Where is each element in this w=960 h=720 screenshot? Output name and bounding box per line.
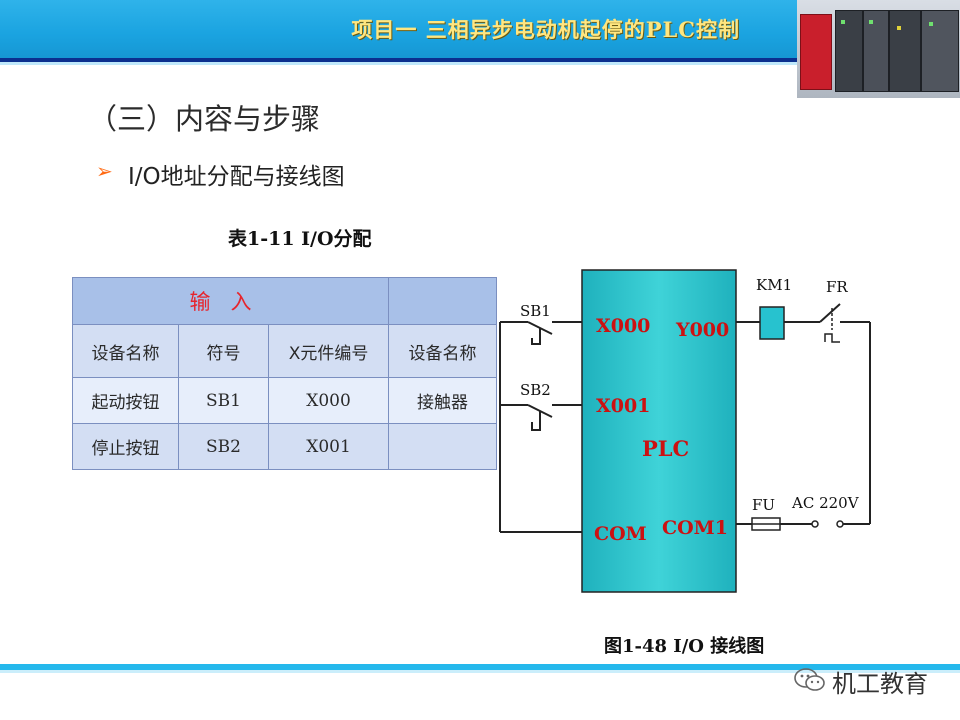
footer-divider-light [0, 670, 960, 673]
fr-contact [819, 303, 841, 323]
plc-photo [797, 0, 960, 98]
plc-led [897, 26, 901, 30]
table-column-header: 符号 [178, 324, 269, 378]
km1-label: KM1 [756, 276, 792, 294]
sb1-label: SB1 [520, 302, 551, 320]
table-group-header: 输入 [71, 277, 390, 325]
table-column-header: 设备名称 [72, 324, 179, 378]
plc-module [835, 10, 863, 92]
terminal-com: COM [594, 523, 647, 545]
figure-caption: 图1-48 I/O 接线图 [604, 636, 765, 657]
terminal-x001: X001 [596, 395, 650, 417]
sb1-actuator [531, 328, 541, 345]
table-row: 停止按钮 SB2 X001 [72, 423, 498, 470]
header-title: 项目一 三相异步电动机起停的PLC控制 [351, 17, 740, 42]
watermark-text: 机工教育 [832, 670, 928, 698]
table-cell: 停止按钮 [72, 423, 179, 470]
fr-label: FR [826, 278, 848, 296]
table-cell: X001 [267, 423, 390, 470]
terminal-y000: Y000 [675, 319, 729, 341]
plc-led [841, 20, 845, 24]
km1-coil [759, 306, 785, 340]
table-cell: X000 [267, 377, 390, 424]
supply-label: AC 220V [791, 494, 860, 512]
plc-label: PLC [642, 436, 689, 461]
bullet-arrow-icon: ➢ [96, 159, 113, 183]
plc-module [889, 10, 921, 92]
wechat-icon [794, 668, 825, 691]
header-divider-light [0, 62, 960, 65]
table-row: 起动按钮 SB1 X000 接触器 [72, 377, 498, 424]
footer-divider [0, 664, 960, 670]
plc-box [581, 269, 737, 593]
table-group-header-row: 输入 [71, 277, 498, 325]
plc-module [863, 10, 889, 92]
table-column-header-row: 设备名称 符号 X元件编号 设备名称 [72, 324, 498, 378]
table-cell [388, 423, 498, 470]
table-cell: 接触器 [388, 377, 498, 424]
io-table: 输入 设备名称 符号 X元件编号 设备名称 起动按钮 SB1 X000 接触器 … [71, 277, 498, 470]
table-cell: SB1 [178, 377, 269, 424]
bullet-text: I/O地址分配与接线图 [128, 164, 345, 190]
table-cell: SB2 [178, 423, 269, 470]
wiring-diagram: SB1 SB2 X000 X001 COM Y000 COM1 PLC KM1 … [499, 269, 871, 593]
terminal-x000: X000 [596, 315, 650, 337]
sb2-label: SB2 [520, 381, 551, 399]
header-divider [0, 58, 960, 62]
plc-led [929, 22, 933, 26]
table-caption: 表1-11 I/O分配 [228, 228, 372, 250]
terminal-com1: COM1 [662, 517, 728, 539]
fu-label: FU [752, 496, 775, 514]
table-cell: 起动按钮 [72, 377, 179, 424]
supply-terminal [811, 520, 819, 528]
plc-module [921, 10, 959, 92]
plc-power-module [800, 14, 832, 90]
plc-led [869, 20, 873, 24]
supply-terminal [836, 520, 844, 528]
table-group-header-blank [388, 277, 498, 325]
fr-thermal-symbol [824, 333, 840, 343]
table-column-header: 设备名称 [388, 324, 498, 378]
section-title: （三）内容与步骤 [88, 102, 321, 136]
table-column-header: X元件编号 [267, 324, 390, 378]
sb2-actuator [531, 411, 541, 431]
